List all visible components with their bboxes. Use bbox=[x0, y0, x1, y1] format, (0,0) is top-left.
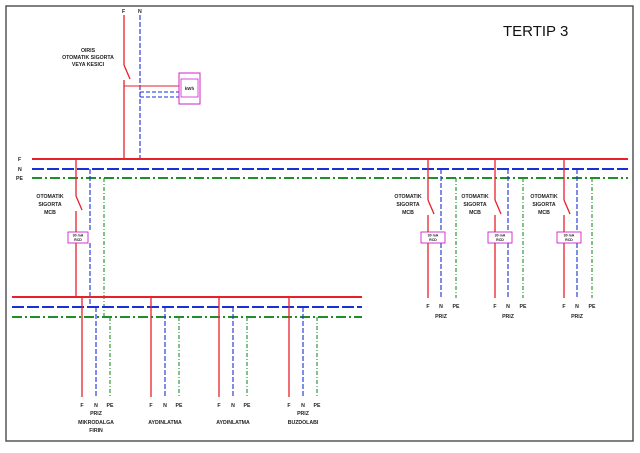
right-circuit-1-mcb-contact bbox=[427, 199, 435, 215]
right-circuit-3-name: PRIZ bbox=[571, 314, 584, 320]
main-breaker-label-1: OIRIS bbox=[81, 48, 96, 54]
feeder-mcb-label-1: OTOMATIK bbox=[36, 194, 63, 200]
right-circuit-2-rcd bbox=[487, 231, 513, 244]
supply-neutral-label: N bbox=[138, 9, 142, 15]
main-breaker-label-2: OTOMATIK SIGORTA bbox=[62, 55, 114, 61]
bottom-circuit-2-terminal-pe: PE bbox=[176, 403, 183, 409]
bottom-circuit-2-terminal-f: F bbox=[149, 403, 152, 409]
bus-earth-label: PE bbox=[16, 176, 23, 182]
bottom-circuit-3-terminal-pe: PE bbox=[244, 403, 251, 409]
feeder-rcd-text-1: 30 mA bbox=[73, 234, 84, 238]
right-circuit-1-rcd-text-1: 30 mA bbox=[428, 234, 439, 238]
right-circuit-1-name: PRIZ bbox=[435, 314, 448, 320]
right-circuit-3-mcb-label-3: MCB bbox=[538, 210, 550, 216]
right-circuit-1-mcb-label-2: SIGORTA bbox=[396, 202, 420, 208]
right-circuit-1-rcd-text-2: RCD bbox=[429, 238, 437, 242]
feeder-rcd-text-2: RCD bbox=[74, 238, 82, 242]
bottom-circuit-1-name-1: PRIZ bbox=[90, 411, 103, 417]
main-breaker-label-3: VEYA KESICI bbox=[72, 62, 105, 68]
bottom-circuit-4-terminal-pe: PE bbox=[314, 403, 321, 409]
bottom-circuit-1-name-3: FIRIN bbox=[89, 428, 103, 434]
right-circuit-2-rcd-text-1: 30 mA bbox=[495, 234, 506, 238]
bottom-circuit-4-terminal-n: N bbox=[301, 403, 305, 409]
bus-neutral-label: N bbox=[18, 167, 22, 173]
bottom-circuit-1-terminal-pe: PE bbox=[107, 403, 114, 409]
feeder-mcb-contact bbox=[75, 195, 83, 211]
bottom-circuit-4-name-1: PRIZ bbox=[297, 411, 310, 417]
supply-phase-label: F bbox=[122, 9, 125, 15]
bottom-circuit-1-terminal-f: F bbox=[80, 403, 83, 409]
right-circuit-1-terminal-n: N bbox=[439, 304, 443, 310]
right-circuit-2-terminal-n: N bbox=[506, 304, 510, 310]
diagram-title: TERTIP 3 bbox=[503, 23, 568, 40]
right-circuit-3-terminal-pe: PE bbox=[589, 304, 596, 310]
right-circuit-3-terminal-f: F bbox=[562, 304, 565, 310]
right-circuit-2-terminal-pe: PE bbox=[520, 304, 527, 310]
bottom-circuit-2-terminal-n: N bbox=[163, 403, 167, 409]
bottom-circuit-2-name-2: AYDINLATMA bbox=[148, 420, 182, 426]
feeder-mcb-label-3: MCB bbox=[44, 210, 56, 216]
bottom-circuit-4-terminal-f: F bbox=[287, 403, 290, 409]
right-circuit-2-name: PRIZ bbox=[502, 314, 515, 320]
right-circuit-2-rcd-text-2: RCD bbox=[496, 238, 504, 242]
bottom-circuit-4-name-2: BUZDOLABI bbox=[288, 420, 319, 426]
right-circuit-1-rcd bbox=[420, 231, 446, 244]
bottom-circuit-1-terminal-n: N bbox=[94, 403, 98, 409]
right-circuit-1-mcb-label-3: MCB bbox=[402, 210, 414, 216]
bottom-circuit-3-terminal-f: F bbox=[217, 403, 220, 409]
right-circuit-3-mcb-label-2: SIGORTA bbox=[532, 202, 556, 208]
right-circuit-3-rcd-text-2: RCD bbox=[565, 238, 573, 242]
main-breaker-contact bbox=[123, 64, 131, 80]
kwh-meter-window bbox=[180, 78, 199, 98]
right-circuit-3-mcb-label-1: OTOMATIK bbox=[530, 194, 557, 200]
right-circuit-2-mcb-label-1: OTOMATIK bbox=[461, 194, 488, 200]
feeder-rcd bbox=[67, 231, 89, 244]
right-circuit-2-mcb-contact bbox=[494, 199, 502, 215]
right-circuit-3-mcb-contact bbox=[563, 199, 571, 215]
right-circuit-2-mcb-label-2: SIGORTA bbox=[463, 202, 487, 208]
right-circuit-2-terminal-f: F bbox=[493, 304, 496, 310]
bottom-circuit-1-name-2: MIKRODALGA bbox=[78, 420, 114, 426]
right-circuit-3-rcd-text-1: 30 mA bbox=[564, 234, 575, 238]
bottom-circuit-3-name-2: AYDINLATMA bbox=[216, 420, 250, 426]
right-circuit-2-mcb-label-3: MCB bbox=[469, 210, 481, 216]
right-circuit-1-terminal-pe: PE bbox=[453, 304, 460, 310]
right-circuit-3-terminal-n: N bbox=[575, 304, 579, 310]
bus-phase-label: F bbox=[18, 157, 21, 163]
kwh-meter-label: kWh bbox=[185, 86, 195, 91]
feeder-mcb-label-2: SIGORTA bbox=[38, 202, 62, 208]
bottom-circuit-3-terminal-n: N bbox=[231, 403, 235, 409]
right-circuit-3-rcd bbox=[556, 231, 582, 244]
right-circuit-1-terminal-f: F bbox=[426, 304, 429, 310]
diagram-border bbox=[5, 5, 634, 442]
right-circuit-1-mcb-label-1: OTOMATIK bbox=[394, 194, 421, 200]
